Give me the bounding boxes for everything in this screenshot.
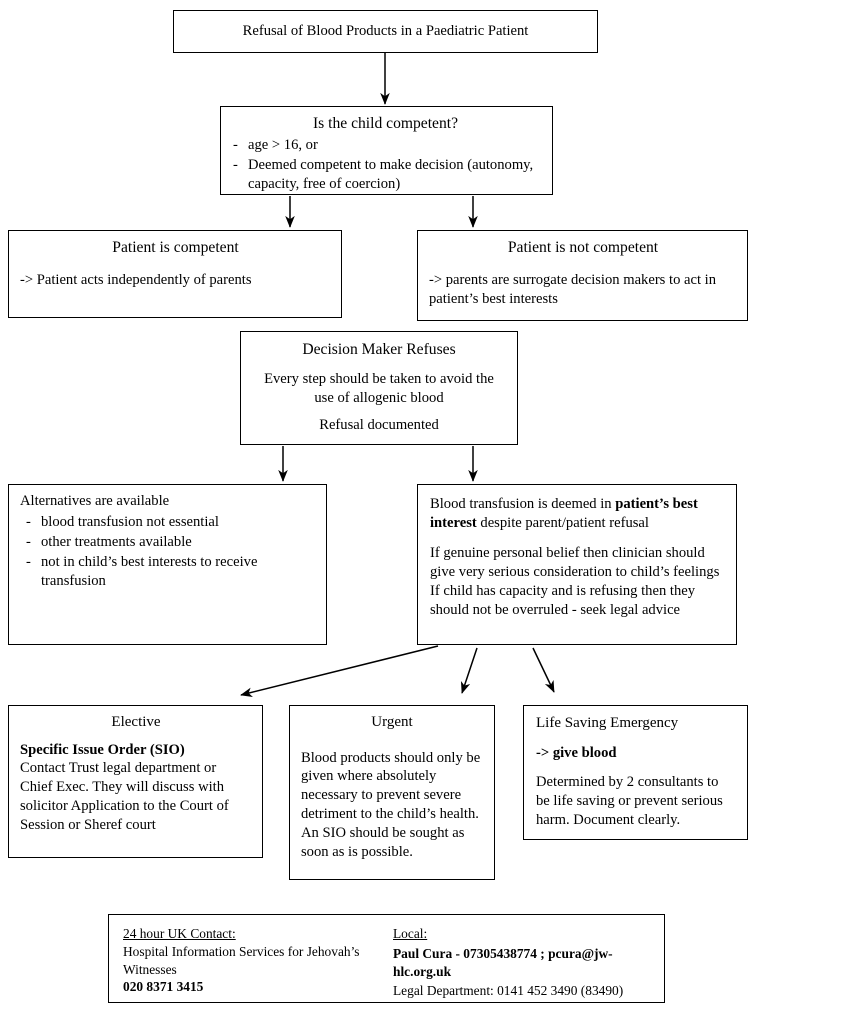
decision-maker-refuses-body: Every step should be taken to avoid the … — [264, 371, 494, 407]
node-elective: Elective Specific Issue Order (SIO) Cont… — [8, 705, 263, 858]
list-item: other treatments available — [20, 533, 316, 552]
urgent-body: Blood products should only be given wher… — [301, 749, 481, 861]
contact-uk-column: 24 hour UK Contact: Hospital Information… — [123, 925, 393, 1002]
elective-heading: Elective — [111, 714, 161, 730]
node-patient-competent: Patient is competent -> Patient acts ind… — [8, 230, 342, 318]
blood-transfusion-paragraph-line: give very serious consideration to child… — [430, 563, 720, 580]
blood-transfusion-lead: Blood transfusion is deemed in patient’s… — [430, 495, 724, 533]
patient-not-competent-heading: Patient is not competent — [507, 239, 659, 256]
list-item: Deemed competent to make decision (auton… — [227, 156, 544, 194]
arrow-blood-to-urgent — [460, 647, 478, 694]
node-alternatives-available: Alternatives are available blood transfu… — [8, 484, 327, 645]
spacer — [430, 533, 724, 544]
contact-uk-organisation: Hospital Information Services for Jehova… — [123, 943, 360, 977]
list-item: age > 16, or — [227, 136, 544, 155]
spacer — [429, 260, 737, 271]
blood-transfusion-lead-suffix: despite parent/patient refusal — [476, 514, 649, 531]
contact-local-label: Local: — [393, 926, 428, 941]
node-patient-not-competent: Patient is not competent -> parents are … — [417, 230, 748, 321]
alternatives-heading: Alternatives are available — [20, 493, 170, 509]
arrow-blood-to-elective — [240, 645, 439, 697]
decision-maker-refuses-heading: Decision Maker Refuses — [302, 341, 456, 358]
blood-transfusion-paragraph-line: should not be overruled - seek legal adv… — [430, 601, 681, 618]
node-contact-details: 24 hour UK Contact: Hospital Information… — [108, 914, 665, 1003]
elective-body-bold: Specific Issue Order (SIO) — [20, 741, 185, 758]
blood-transfusion-paragraph-line: If child has capacity and is refusing th… — [430, 582, 696, 599]
title-text: Refusal of Blood Products in a Paediatri… — [242, 23, 529, 39]
alternatives-list: blood transfusion not essential other tr… — [20, 513, 316, 591]
contact-local-legal: Legal Department: 0141 452 3490 (83490) — [393, 983, 624, 999]
decision-maker-refuses-footer: Refusal documented — [319, 417, 439, 434]
spacer — [253, 408, 505, 416]
competence-question-heading: Is the child competent? — [312, 115, 459, 132]
blood-transfusion-lead-bold: patient’s best interest — [430, 496, 698, 531]
node-title: Refusal of Blood Products in a Paediatri… — [173, 10, 598, 53]
spacer — [20, 260, 331, 271]
life-saving-body: Determined by 2 consultants to be life s… — [536, 774, 723, 829]
patient-not-competent-body: -> parents are surrogate decision makers… — [429, 272, 717, 308]
elective-body: Contact Trust legal department or Chief … — [20, 760, 229, 834]
list-item: blood transfusion not essential — [20, 513, 316, 532]
node-urgent: Urgent Blood products should only be giv… — [289, 705, 495, 880]
patient-competent-body: -> Patient acts independently of parents — [20, 272, 252, 289]
arrow-blood-to-life-saving — [532, 647, 555, 693]
urgent-heading: Urgent — [371, 714, 413, 730]
patient-competent-heading: Patient is competent — [112, 239, 239, 256]
contact-local-person: Paul Cura - 07305438774 ; pcura@jw-hlc.o… — [393, 945, 613, 979]
competence-criteria-list: age > 16, or Deemed competent to make de… — [227, 136, 544, 194]
node-decision-maker-refuses: Decision Maker Refuses Every step should… — [240, 331, 518, 445]
spacer — [536, 762, 735, 773]
node-blood-transfusion-best-interest: Blood transfusion is deemed in patient’s… — [417, 484, 737, 645]
contact-uk-phone: 020 8371 3415 — [123, 979, 204, 995]
spacer — [301, 741, 483, 749]
node-life-saving-emergency: Life Saving Emergency -> give blood Dete… — [523, 705, 748, 840]
life-saving-action: -> give blood — [536, 744, 617, 761]
list-item: not in child’s best interests to receive… — [20, 553, 316, 591]
blood-transfusion-paragraph-line: If genuine personal belief then clinicia… — [430, 544, 705, 561]
spacer — [253, 362, 505, 370]
node-competence-question: Is the child competent? age > 16, or Dee… — [220, 106, 553, 195]
contact-uk-label: 24 hour UK Contact: — [123, 926, 236, 941]
contact-local-column: Local: Paul Cura - 07305438774 ; pcura@j… — [393, 925, 652, 1002]
life-saving-heading: Life Saving Emergency — [536, 715, 679, 731]
blood-transfusion-lead-prefix: Blood transfusion is deemed in — [430, 496, 616, 512]
